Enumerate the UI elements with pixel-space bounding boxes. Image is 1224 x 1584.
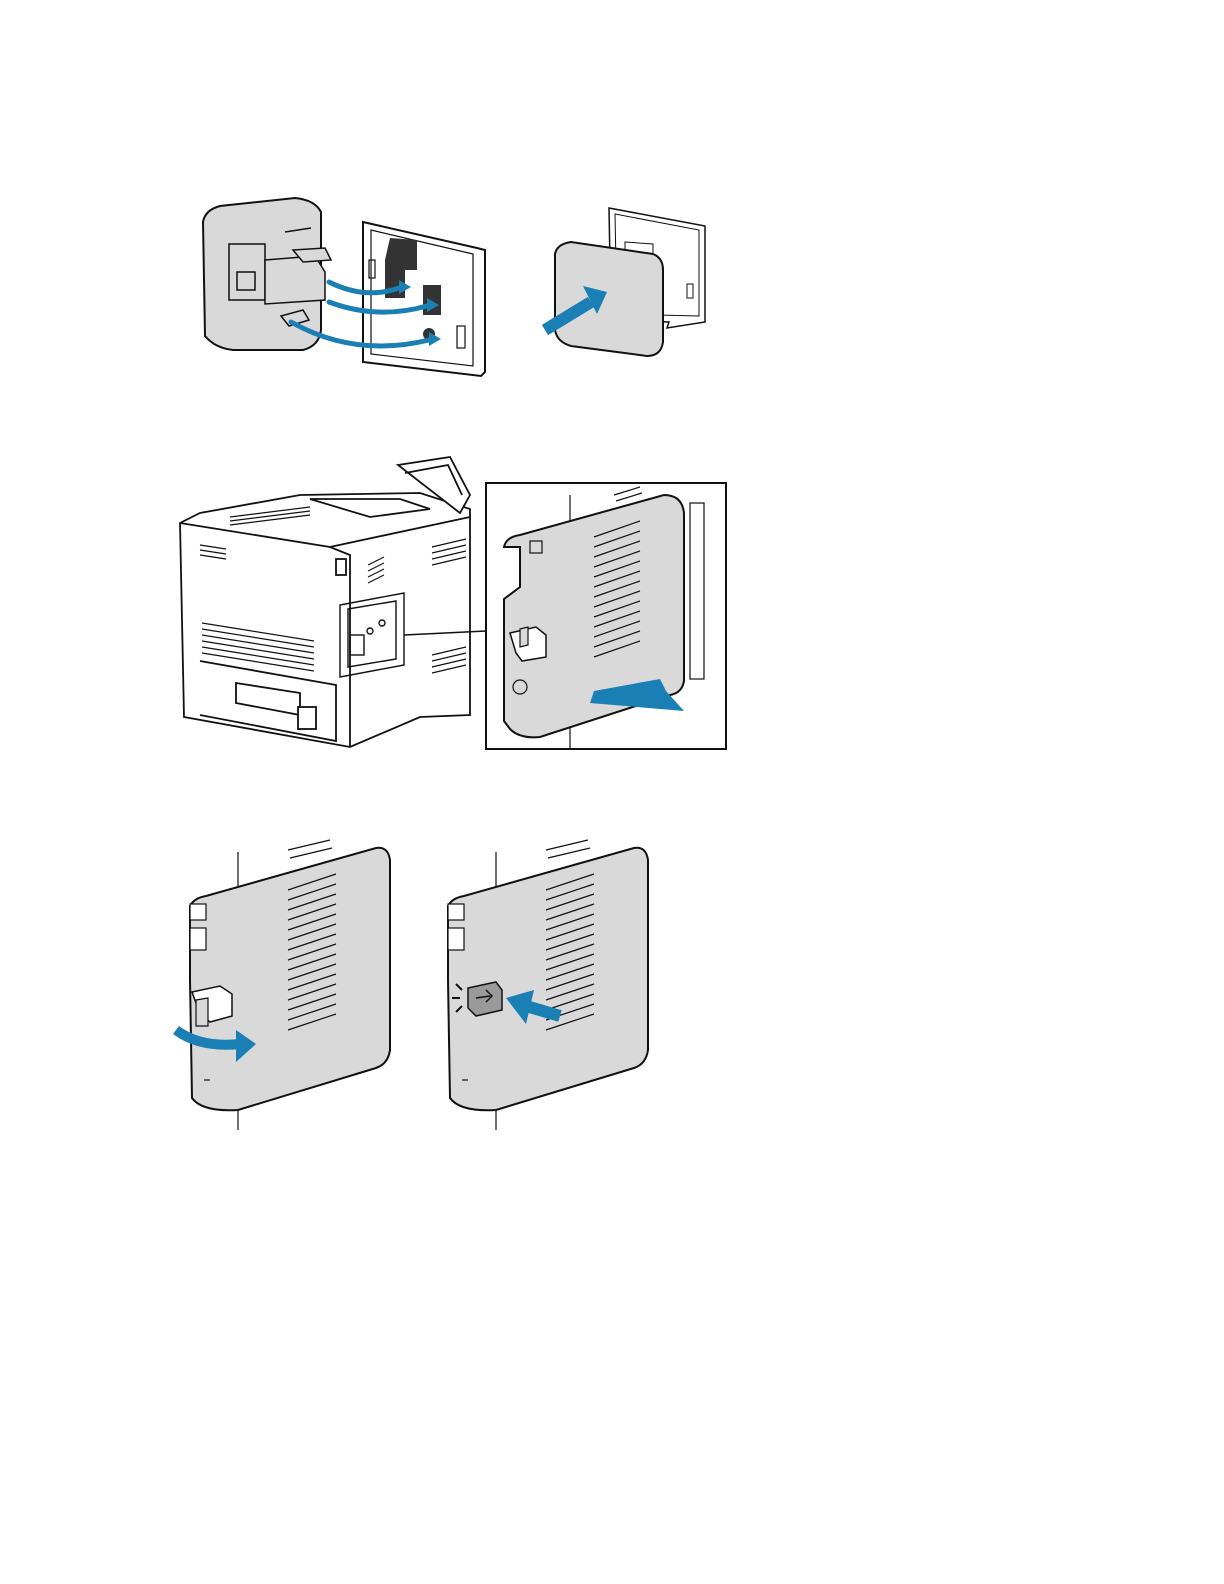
cover-latch-illustration [160, 830, 660, 1130]
wireless-adapter-illustration [185, 190, 725, 385]
wireless-adapter [203, 198, 331, 350]
cover-panel-left [176, 840, 390, 1130]
adapter-installed [555, 242, 663, 356]
printer-rear-illustration [170, 455, 735, 755]
port-panel [363, 222, 485, 376]
cover-panel-right [448, 840, 648, 1130]
printer-body [180, 457, 470, 747]
